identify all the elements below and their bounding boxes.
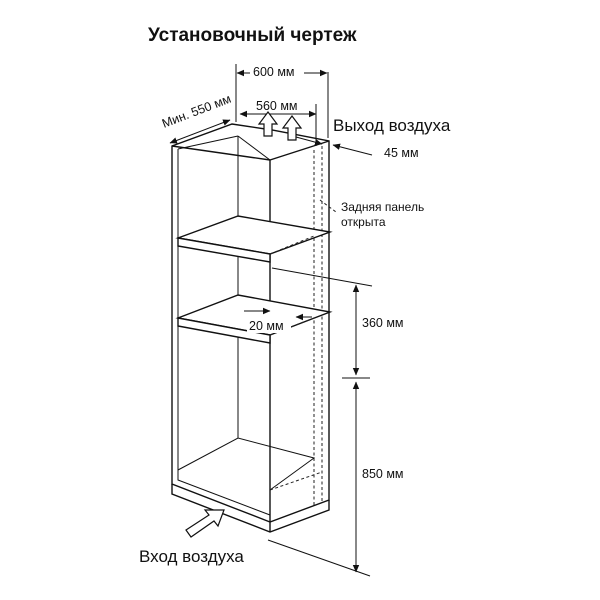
dimension-20: 20 мм	[244, 307, 312, 333]
dim-560-label: 560 мм	[256, 99, 298, 113]
dim-20-label: 20 мм	[249, 319, 284, 333]
top-front-edge	[171, 145, 271, 161]
air-out-arrow-2-icon	[281, 115, 303, 141]
dim-600-label: 600 мм	[253, 65, 295, 79]
dimension-min-550: Мин. 550 мм	[160, 92, 233, 144]
dim-600-mask	[250, 63, 304, 79]
dim-45-label: 45 мм	[384, 146, 419, 160]
front-frame-left	[177, 149, 271, 516]
dim-550-line	[169, 119, 231, 144]
air-out-arrow-1-icon	[257, 111, 279, 137]
dim-360-ext-top	[271, 267, 373, 287]
dim-850-label: 850 мм	[362, 467, 404, 481]
top-inner-edge	[177, 135, 239, 150]
dim-45-arrow-right	[332, 143, 373, 156]
top-inner-right	[237, 135, 271, 161]
air-out-arrows	[257, 111, 303, 141]
air-in-label: Вход воздуха	[139, 547, 244, 566]
dim-20-mask	[247, 318, 291, 333]
air-out-label: Выход воздуха	[333, 116, 451, 135]
dim-850-mask	[360, 465, 406, 481]
dimension-45: 45 мм	[295, 136, 419, 160]
rear-panel-label-line2: открыта	[341, 215, 386, 229]
dim-550-label: Мин. 550 мм	[160, 92, 233, 131]
cavity-floor	[177, 437, 316, 491]
air-in-arrow-icon	[185, 509, 225, 538]
rear-panel-label-line1: Задняя панель	[341, 200, 424, 214]
cabinet-outline	[171, 123, 330, 523]
dim-360-label: 360 мм	[362, 316, 404, 330]
dim-850-ext-bottom	[267, 539, 371, 577]
dim-360-mask	[360, 314, 406, 330]
dimension-vertical: 360 мм 850 мм	[267, 267, 406, 577]
dimension-560: 560 мм	[239, 99, 317, 146]
dim-560-mask	[253, 99, 307, 112]
dimension-600: 600 мм	[235, 63, 329, 138]
rear-panel-leader	[319, 199, 337, 213]
cavity-floor-hidden	[269, 471, 323, 491]
air-in-arrow	[185, 509, 225, 538]
lower-shelf-front	[177, 317, 271, 344]
upper-shelf-front	[177, 237, 271, 263]
drawing-title: Установочный чертеж	[148, 25, 357, 46]
cabinet	[171, 123, 333, 533]
rear-panel-note: Задняя панель открыта	[319, 199, 424, 229]
dim-45-arrow-left	[295, 136, 323, 146]
